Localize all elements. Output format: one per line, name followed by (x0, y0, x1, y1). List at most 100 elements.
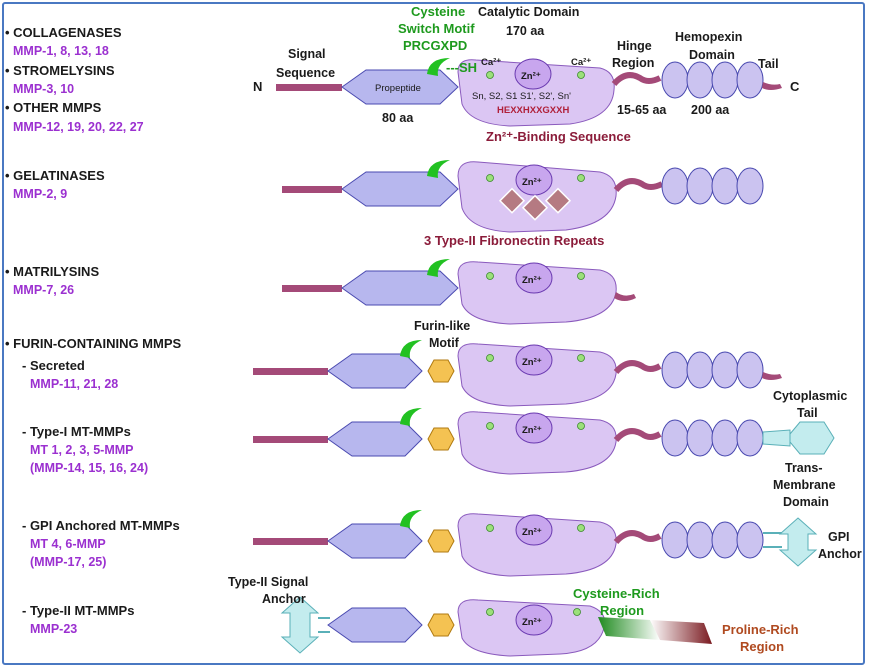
calcium-site-left (486, 422, 494, 430)
propeptide-hexagon (327, 421, 423, 457)
hinge-size: 15-65 aa (617, 103, 667, 117)
tm-label-3: Domain (783, 495, 829, 509)
zinc-ion (515, 412, 553, 444)
furin-motif (427, 529, 455, 553)
calcium-site-left (486, 354, 494, 362)
fibronectin-repeat-3 (544, 187, 572, 214)
calcium-site-right (573, 608, 581, 616)
catalytic-size: 170 aa (506, 24, 545, 38)
cys-rich-label-2: Region (600, 603, 644, 618)
cysteine-switch-label-3: PRCGXPD (403, 38, 467, 53)
calcium-site-left (486, 608, 494, 616)
row-type2-mt-mmps: Zn²⁺ Type-II Signal Anchor Cysteine-Rich… (228, 575, 799, 657)
row-gpi-anchored: Zn²⁺ GPI Anchor (253, 510, 862, 577)
anchor-linker (318, 617, 330, 633)
cys-rich-label-1: Cysteine-Rich (573, 586, 660, 601)
gpi-anchor (778, 517, 818, 567)
calcium-site-right (577, 524, 585, 532)
signal-sequence-bar (282, 186, 342, 193)
zinc-label: Zn²⁺ (521, 71, 541, 82)
tm-label-2: Membrane (773, 478, 836, 492)
signal-sequence-bar (253, 436, 328, 443)
propeptide-hexagon (341, 171, 459, 207)
group-matrilysins-members: MMP-7, 26 (13, 283, 74, 297)
hemopexin-blade-2 (686, 167, 714, 205)
hemopexin-blade-1 (661, 61, 689, 99)
calcium-site-left (486, 272, 494, 280)
catalytic-domain-label: Catalytic Domain (478, 5, 579, 19)
hinge-region (613, 530, 662, 545)
furin-label-2: Motif (429, 336, 460, 350)
hemopexin-label-2: Domain (689, 48, 735, 62)
group-gpi-members-2: (MMP-17, 25) (30, 555, 106, 569)
gpi-label-1: GPI (828, 530, 850, 544)
furin-motif (427, 427, 455, 451)
calcium-label-left: Ca²⁺ (481, 57, 501, 68)
calcium-site-right (577, 174, 585, 182)
c-terminus-label: C (790, 79, 800, 94)
zinc-ion (515, 164, 553, 196)
hemopexin-blade-1 (661, 351, 689, 389)
hinge-region (613, 360, 662, 375)
zinc-label: Zn²⁺ (522, 527, 542, 538)
group-type2-members: MMP-23 (30, 622, 77, 636)
tm-label-1: Trans- (785, 461, 823, 475)
cyto-label-2: Tail (797, 406, 818, 420)
calcium-site-right (577, 272, 585, 280)
group-type1-title: - Type-I MT-MMPs (22, 424, 131, 439)
group-type1-members: MT 1, 2, 3, 5-MMP (30, 443, 134, 457)
group-gelatinases-title: • GELATINASES (5, 168, 105, 183)
hinge-region (613, 428, 662, 443)
hemopexin-blade-4 (736, 419, 764, 457)
type2-signal-anchor (280, 596, 320, 654)
cysteine-switch-marker (427, 160, 450, 178)
calcium-site-right (577, 71, 585, 79)
zinc-ion (515, 514, 553, 546)
subsites-label: Sn, S2, S1 S1', S2', Sn' (472, 91, 571, 102)
calcium-site-right (577, 354, 585, 362)
hemopexin-blade-4 (736, 521, 764, 559)
legend: • COLLAGENASES MMP-1, 8, 13, 18 • STROME… (5, 25, 182, 636)
calcium-site-right (577, 422, 585, 430)
hemopexin-blade-2 (686, 419, 714, 457)
catalytic-domain (457, 59, 615, 127)
calcium-label-right: Ca²⁺ (571, 57, 591, 68)
group-gpi-members: MT 4, 6-MMP (30, 537, 106, 551)
calcium-site-left (486, 174, 494, 182)
hinge-label-1: Hinge (617, 39, 652, 53)
c-terminal-tail (614, 292, 636, 301)
cysteine-switch-marker (400, 340, 422, 358)
hinge-region (611, 72, 662, 87)
calcium-site-left (486, 524, 494, 532)
group-collagenases-members: MMP-1, 8, 13, 18 (13, 44, 109, 58)
pro-rich-label-2: Region (740, 639, 784, 654)
signal-sequence-bar (253, 538, 328, 545)
hemopexin-blade-4 (736, 61, 764, 99)
propeptide-size: 80 aa (382, 111, 414, 125)
row-collagenases: N C Signal Sequence Propeptide 80 aa Cys… (253, 4, 800, 144)
cysteine-switch-label-2: Switch Motif (398, 21, 475, 36)
group-type1-members-2: (MMP-14, 15, 16, 24) (30, 461, 148, 475)
propeptide-hexagon (327, 353, 423, 389)
fibronectin-repeat-1 (498, 187, 526, 214)
gpi-linker (763, 532, 782, 548)
group-other-title: • OTHER MMPS (5, 100, 102, 115)
zinc-label: Zn²⁺ (522, 275, 542, 286)
signal-sequence-bar (253, 368, 328, 375)
signal-label-1: Signal (288, 47, 326, 61)
zinc-binding-label: Zn²⁺-Binding Sequence (486, 129, 631, 144)
row-matrilysins: Zn²⁺ (282, 259, 636, 325)
group-furin-title: • FURIN-CONTAINING MMPS (5, 336, 182, 351)
gpi-label-2: Anchor (818, 547, 862, 561)
calcium-site-left (486, 71, 494, 79)
fibronectin-repeat-2 (521, 194, 549, 221)
hemopexin-blade-3 (711, 419, 739, 457)
sh-group-label: ---SH (446, 60, 477, 75)
pro-rich-label-1: Proline-Rich (722, 622, 799, 637)
zinc-binding-motif: HEXXHXXGXXH (497, 105, 569, 116)
group-collagenases-title: • COLLAGENASES (5, 25, 122, 40)
hemopexin-blade-3 (711, 521, 739, 559)
propeptide-hexagon (327, 607, 423, 643)
hinge-label-2: Region (612, 56, 654, 70)
zinc-label: Zn²⁺ (522, 177, 542, 188)
